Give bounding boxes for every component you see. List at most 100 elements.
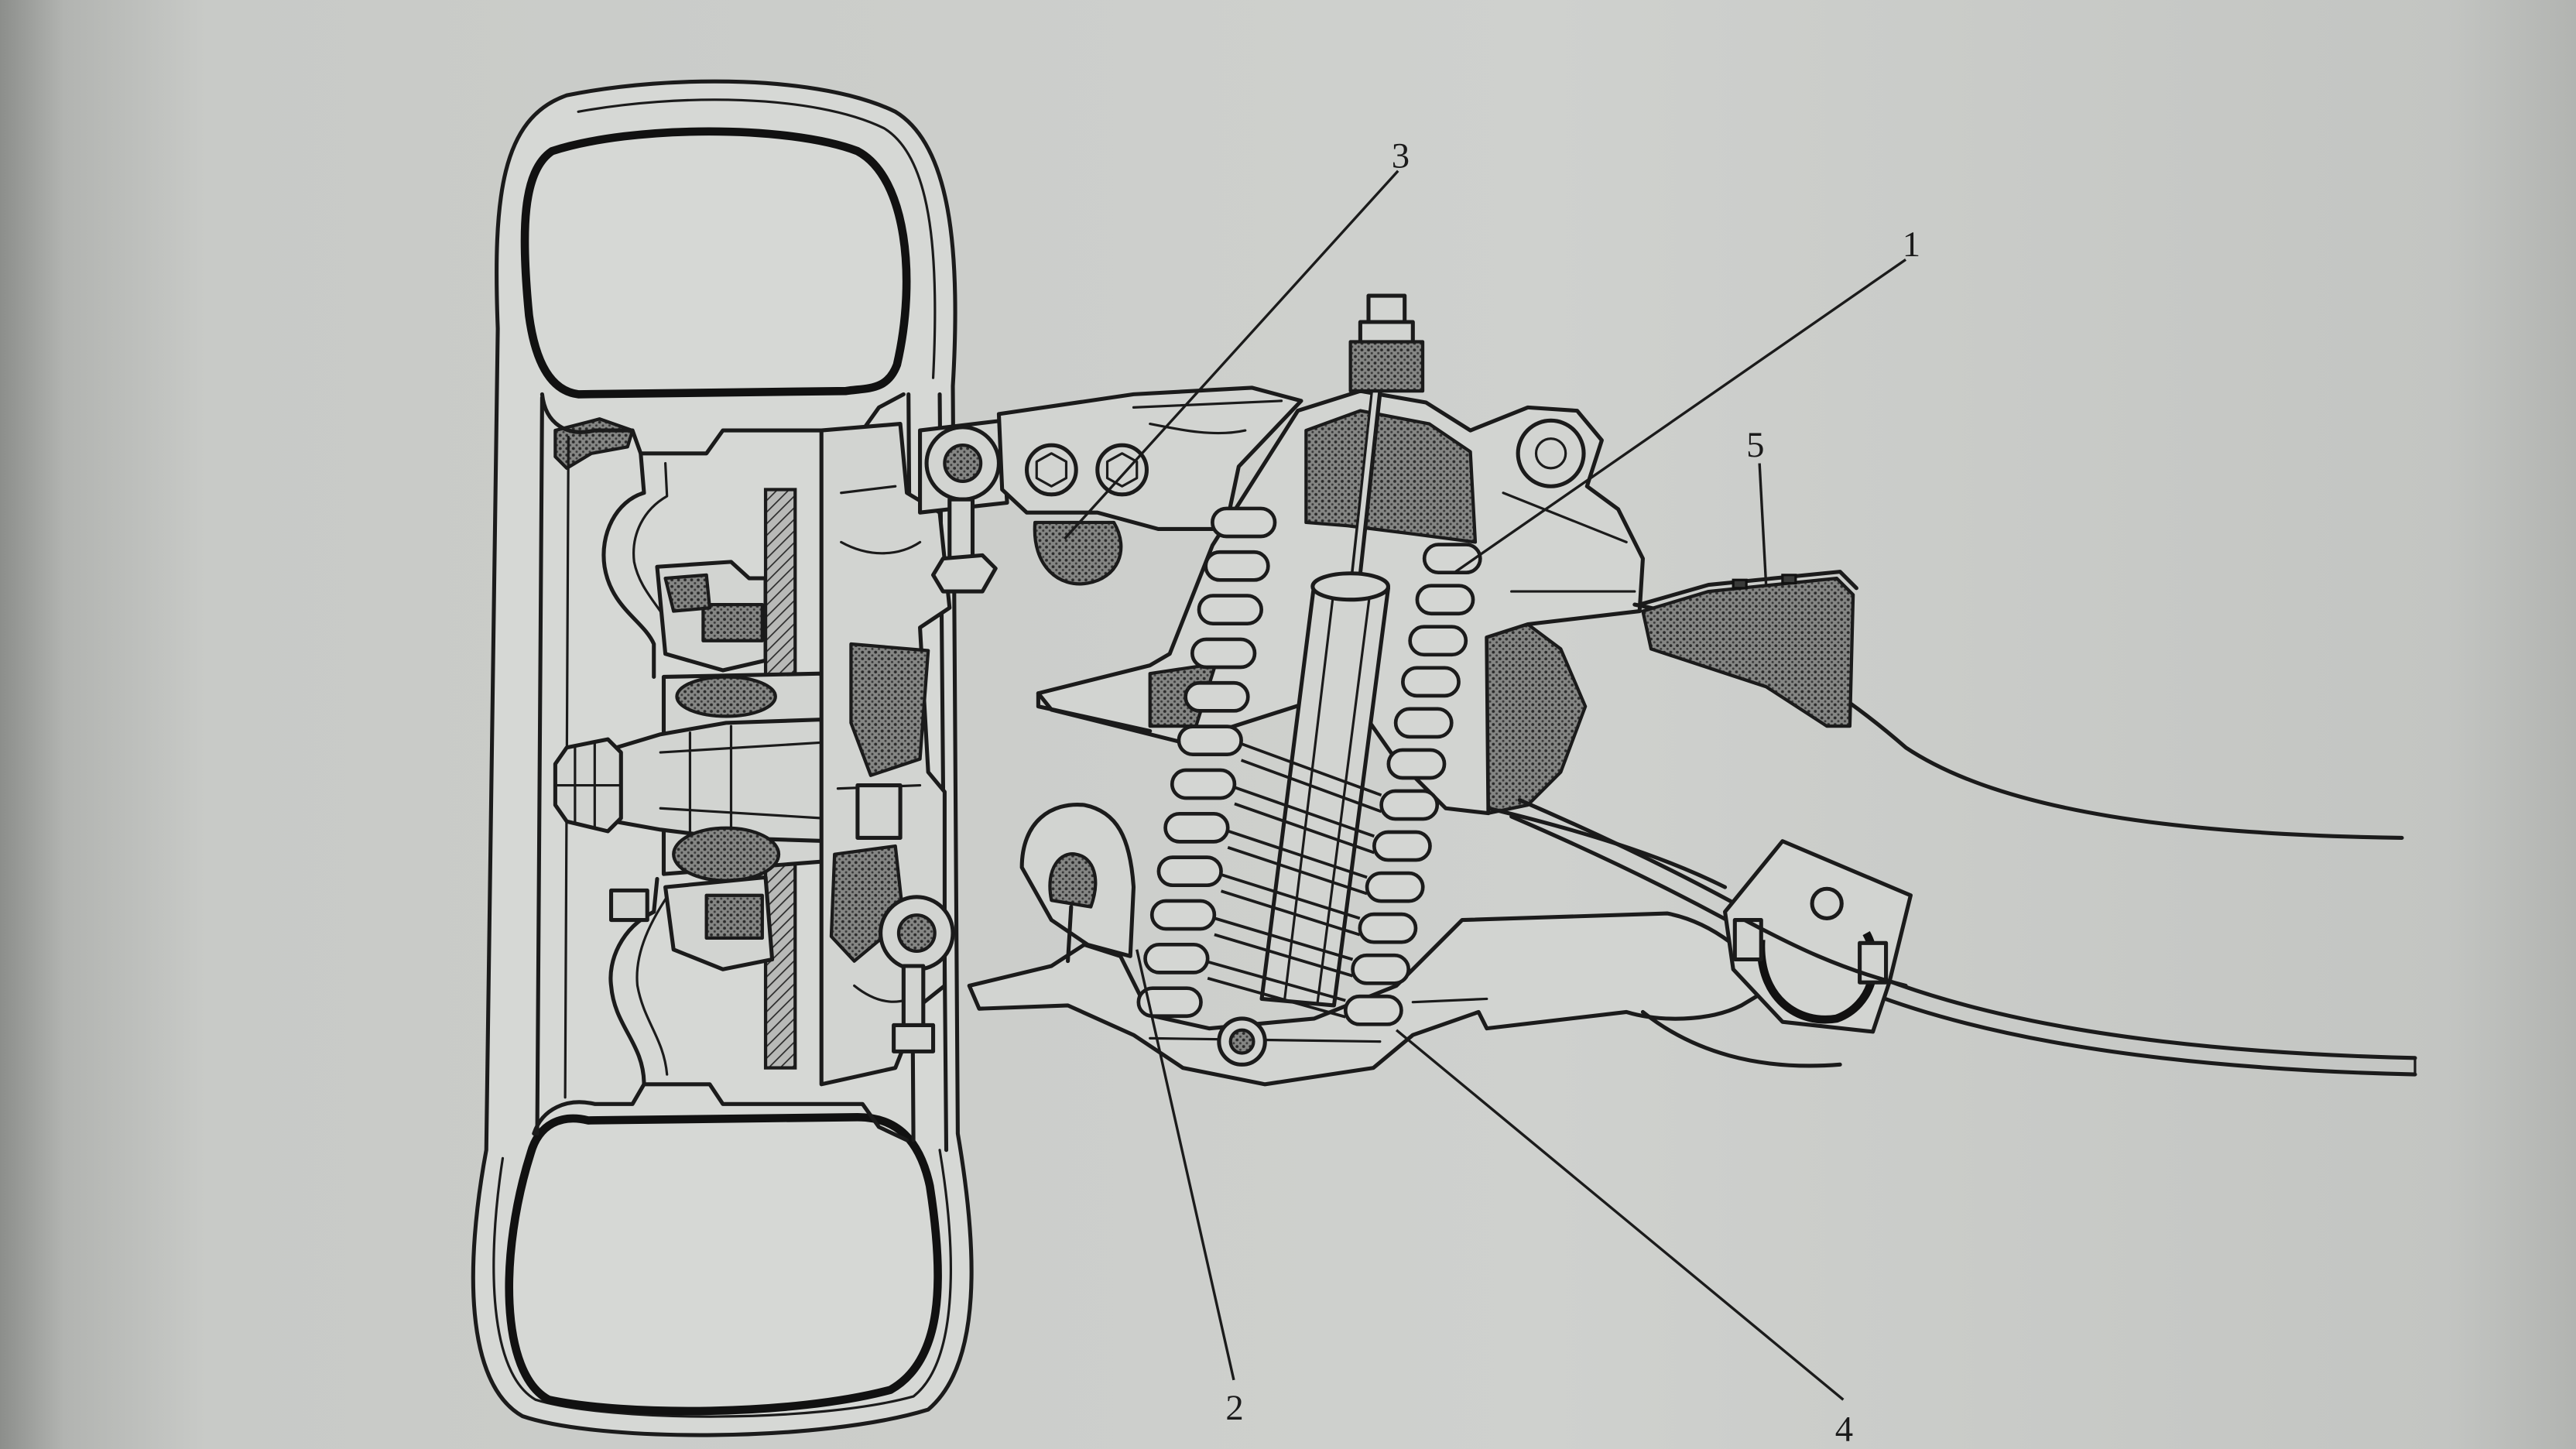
lower-ball-joint-stud — [901, 964, 926, 1034]
callout-label-2: 2 — [1225, 1388, 1243, 1428]
spring-coil — [1184, 680, 1250, 713]
spring-coil — [1211, 506, 1277, 539]
bracket-rivet — [1732, 578, 1748, 590]
callout-leader-4 — [1395, 1029, 1845, 1401]
spring-coil-front — [1220, 873, 1361, 937]
spring-coil-front — [1227, 829, 1368, 896]
callout-leader-2 — [1136, 949, 1235, 1381]
lower-caliper-bolt — [609, 888, 649, 923]
stabilizer-clamp — [1723, 839, 1913, 1034]
spring-coil — [1365, 871, 1425, 903]
tire-lower-chamber — [505, 1112, 942, 1416]
spindle — [609, 718, 832, 844]
lower-arm-rear-member — [1640, 1009, 1842, 1068]
upper-caliper-detail — [663, 573, 712, 613]
spring-tower-flange — [1036, 691, 1153, 734]
spring-coil — [1143, 942, 1210, 975]
spring-coil — [1204, 550, 1270, 582]
knuckle-shading — [849, 642, 930, 777]
spindle-taper-line — [659, 724, 823, 840]
spring-coil-front — [1234, 786, 1375, 855]
knuckle-detail — [836, 485, 922, 1003]
tire-upper-chamber — [520, 127, 911, 399]
bracket-lip — [1637, 570, 1858, 607]
lower-ball-joint — [879, 895, 955, 1053]
lower-ball-joint-socket — [896, 913, 937, 954]
upper-arm-bolt-rear-head — [1105, 452, 1139, 488]
spring-tower-upper-seat — [1304, 409, 1478, 544]
callout-label-5: 5 — [1746, 425, 1764, 465]
shock-upper-mount — [1348, 340, 1425, 393]
mounting-bracket — [1637, 570, 1858, 728]
callout-label-3: 3 — [1392, 135, 1410, 176]
clamp-fastener — [1810, 886, 1844, 920]
spring-coil — [1197, 594, 1263, 625]
wheel-bearing-upper — [675, 675, 777, 718]
lower-caliper-piston — [704, 893, 764, 940]
upper-arm-bolt-rear — [1095, 443, 1149, 497]
spring-coil — [1372, 830, 1432, 862]
tire-outer-inner-line-bottom — [492, 1149, 952, 1418]
spring-coil — [1170, 768, 1237, 800]
spring-coil — [1393, 707, 1454, 739]
rim-lower-flange — [532, 1082, 909, 1142]
callout-leader-5 — [1758, 463, 1768, 585]
spring-coil — [1163, 811, 1230, 844]
rim-upper-flange — [540, 392, 906, 456]
upper-ball-joint — [918, 418, 1009, 594]
callouts: 1 2 3 4 5 — [1064, 135, 1920, 1449]
spring-coil — [1379, 789, 1440, 821]
knuckle-boss — [855, 783, 903, 840]
lower-bump-stop — [1048, 852, 1098, 909]
spindle-nut-detail — [553, 741, 622, 828]
upper-bump-stop — [1033, 520, 1123, 586]
shock-absorber — [1259, 293, 1425, 1008]
spring-coil — [1351, 953, 1411, 985]
spring-coil — [1415, 584, 1475, 616]
spring-coil — [1343, 994, 1403, 1026]
upper-caliper-piston — [701, 602, 764, 642]
lower-ball-joint-nut — [892, 1023, 936, 1053]
spring-coil-front — [1207, 960, 1346, 1019]
spring-coil — [1358, 912, 1418, 944]
callout-label-4: 4 — [1835, 1409, 1853, 1449]
bracket-body — [1641, 576, 1855, 728]
callout-leader-3 — [1064, 170, 1399, 540]
upper-mount-bushing — [1516, 418, 1586, 488]
spring-coil-front — [1240, 742, 1382, 814]
wheel-bearing — [672, 826, 781, 882]
spring-coil — [1177, 724, 1243, 757]
spring-coil — [1408, 625, 1468, 657]
lower-arm-pivot-core — [1228, 1028, 1255, 1055]
shock-top-cap — [1310, 571, 1391, 602]
upper-arm-bolt-front-head — [1035, 452, 1068, 488]
spring-coil — [1401, 666, 1461, 698]
spring-coil — [1149, 899, 1217, 931]
upper-ball-joint-nut — [931, 553, 998, 594]
bracket-rivet — [1781, 574, 1797, 585]
rim-disc-lower-inner — [635, 886, 675, 1076]
upper-mount-bushing-core — [1534, 437, 1567, 470]
upper-ball-joint-socket — [943, 444, 983, 483]
lower-bump-stop-stem — [1066, 905, 1074, 964]
upper-arm-bolt-front — [1024, 443, 1078, 497]
spring-coil — [1190, 637, 1257, 670]
spring-coil — [1386, 748, 1447, 780]
rim-disc-lower — [608, 876, 659, 1087]
callout-leader-1 — [1454, 258, 1907, 574]
spring-tower-rib — [1502, 492, 1636, 593]
clamp-bar-pass — [1742, 918, 1908, 988]
upper-arm-edge — [1132, 399, 1283, 435]
tire-outer-inner-line — [577, 98, 937, 379]
spring-coil — [1156, 855, 1223, 888]
spring-coil-front — [1214, 916, 1354, 978]
rim-left-wall — [535, 396, 544, 1136]
rim-disc-upper — [601, 451, 656, 679]
clamp-bolt-right — [1858, 940, 1889, 985]
coil-spring — [1136, 506, 1482, 1026]
callout-label-1: 1 — [1903, 224, 1920, 265]
spring-coil — [1422, 543, 1482, 575]
spring-coil — [1136, 986, 1203, 1019]
